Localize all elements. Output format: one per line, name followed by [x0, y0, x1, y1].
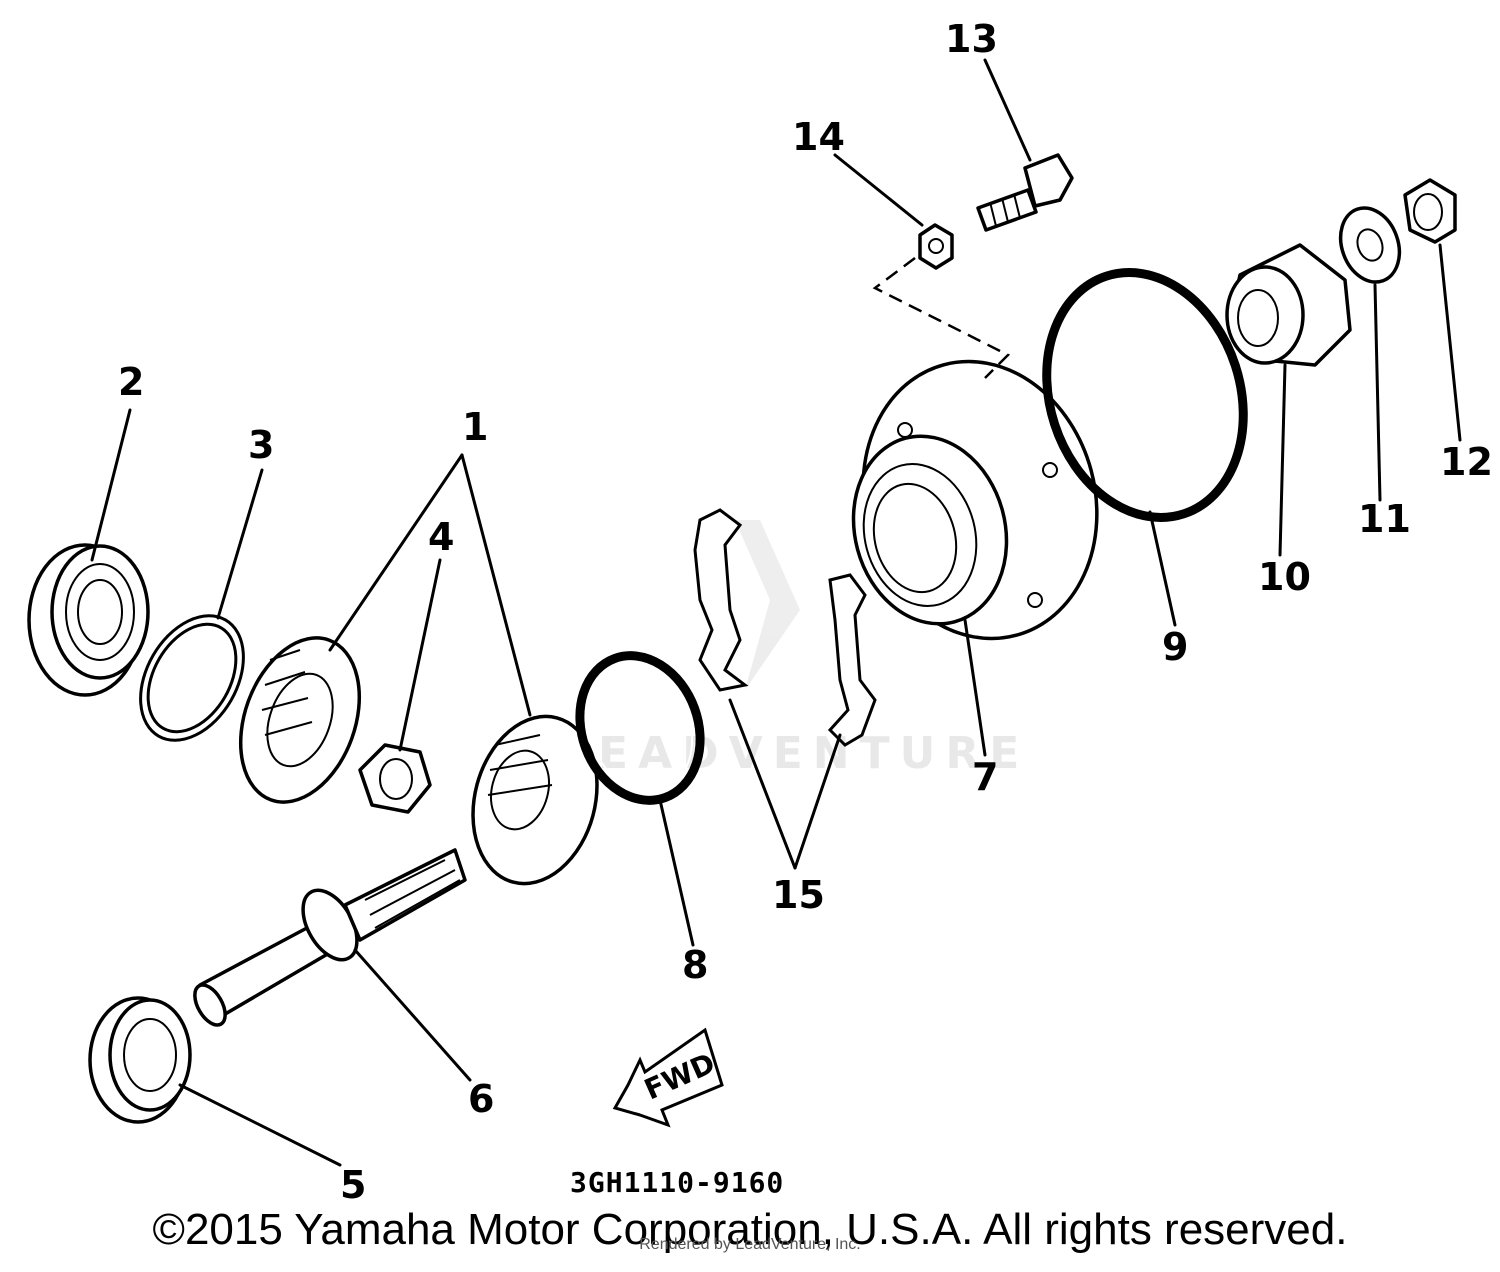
callout-11[interactable]: 11	[1358, 497, 1411, 541]
callout-5[interactable]: 5	[340, 1163, 366, 1200]
part-12-nut[interactable]	[1403, 178, 1457, 244]
callout-14[interactable]: 14	[792, 115, 845, 159]
part-3-shim[interactable]	[120, 597, 265, 758]
part-8-o-ring[interactable]	[560, 639, 720, 818]
fwd-label: FWD	[639, 1046, 719, 1106]
callout-13[interactable]: 13	[945, 17, 998, 61]
part-11-washer[interactable]	[1331, 200, 1410, 291]
part-10-coupling[interactable]	[1225, 243, 1352, 367]
part-7-housing[interactable]	[833, 335, 1128, 665]
fwd-arrow: FWD	[612, 1027, 724, 1128]
part-9-o-ring[interactable]	[1016, 247, 1274, 543]
part-13-bolt[interactable]	[976, 153, 1074, 232]
part-1-bevel-gear-a[interactable]	[219, 621, 381, 818]
copyright-notice: ©2015 Yamaha Motor Corporation, U.S.A. A…	[152, 1205, 1348, 1254]
leader-lines	[90, 58, 1462, 1167]
rendered-by-credit: Rendered by LeadVenture, Inc.	[639, 1236, 861, 1253]
callout-2[interactable]: 2	[118, 360, 144, 404]
part-14-nut[interactable]	[918, 223, 954, 270]
part-4-nut[interactable]	[358, 743, 432, 814]
part-5-bearing[interactable]	[88, 996, 192, 1124]
callout-15[interactable]: 15	[772, 873, 825, 917]
part-1-bevel-gear-b[interactable]	[455, 702, 615, 897]
watermark-logo: LEADVENTURE	[560, 520, 1029, 779]
diagram-part-code: 3GH1110-9160	[570, 1166, 784, 1199]
callout-8[interactable]: 8	[682, 943, 708, 987]
callout-1[interactable]: 1	[462, 405, 488, 449]
callout-9[interactable]: 9	[1162, 625, 1188, 669]
callout-6[interactable]: 6	[468, 1077, 494, 1121]
part-2-bearing[interactable]	[27, 543, 150, 697]
callout-12[interactable]: 12	[1440, 440, 1493, 484]
part-15-clip-b[interactable]	[827, 573, 877, 747]
part-15-clip-a[interactable]	[693, 508, 749, 692]
callout-7[interactable]: 7	[972, 755, 998, 799]
assembly-line	[872, 257, 1011, 379]
watermark-text: LEADVENTURE	[560, 728, 1029, 779]
part-6-shaft[interactable]	[189, 848, 467, 1030]
callout-4[interactable]: 4	[428, 515, 454, 559]
callout-3[interactable]: 3	[248, 423, 274, 467]
callout-10[interactable]: 10	[1258, 555, 1311, 599]
